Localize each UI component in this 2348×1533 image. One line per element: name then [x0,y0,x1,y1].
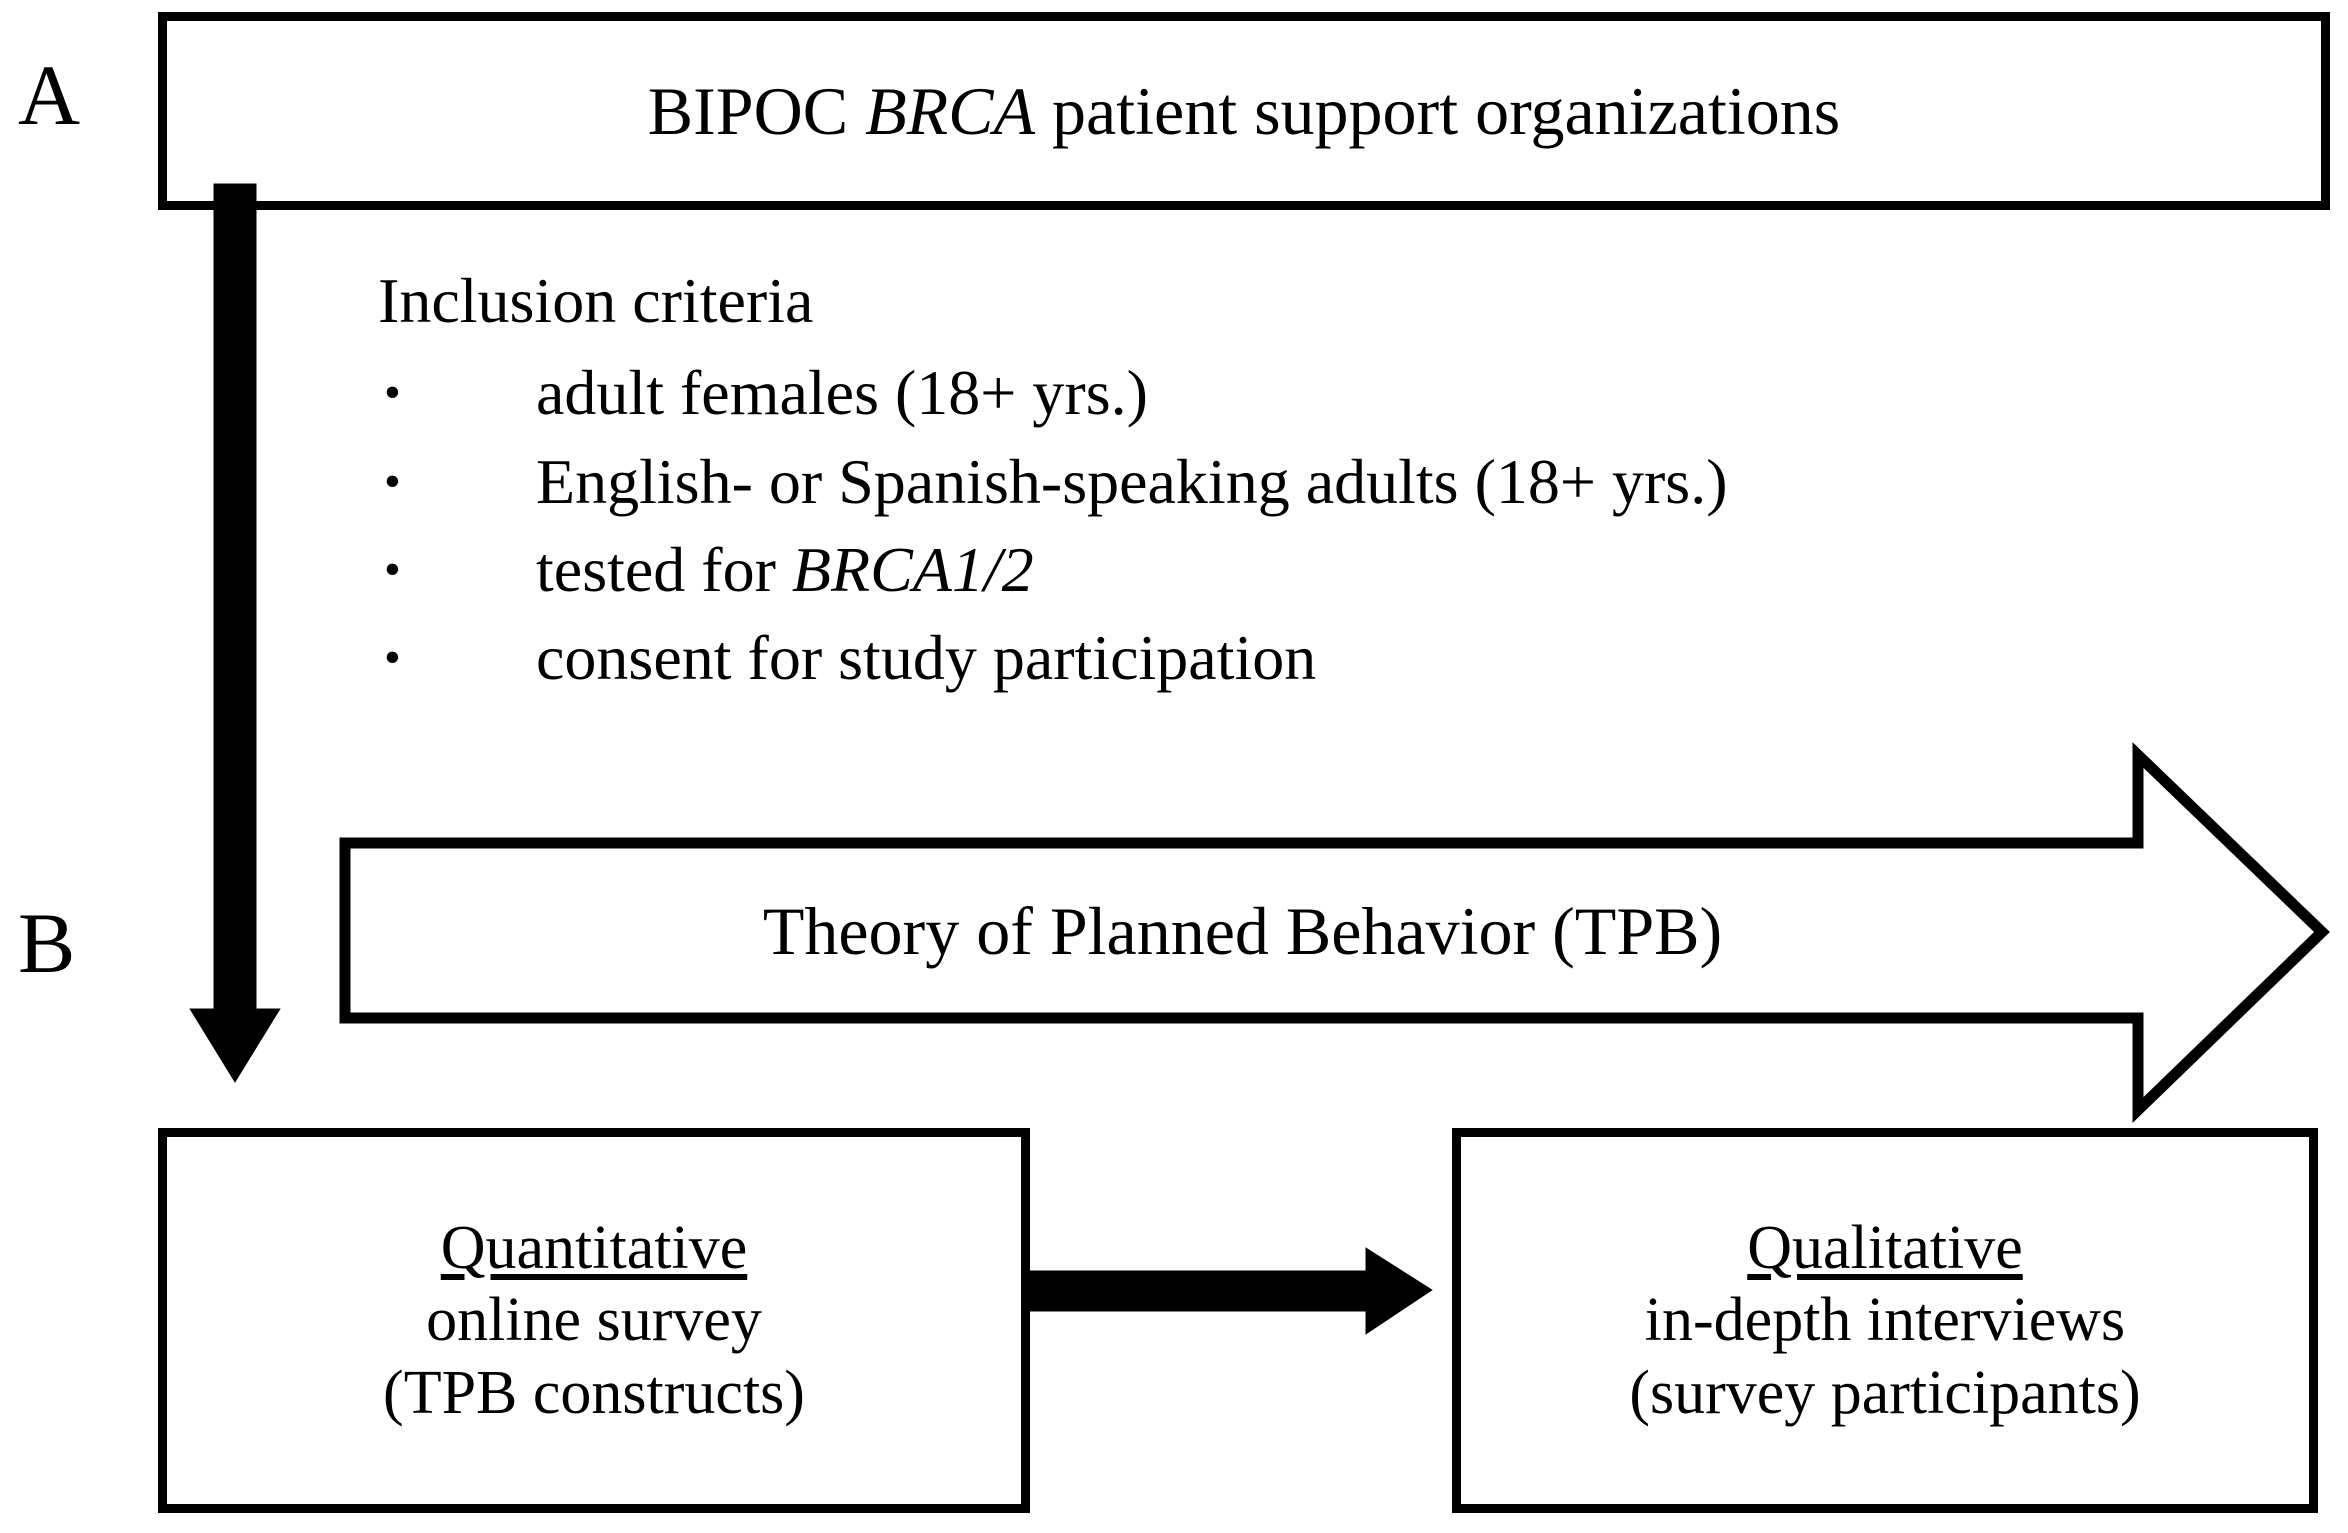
inclusion-criteria-list: • adult females (18+ yrs.) • English- or… [378,349,2198,702]
right-arrow-icon [1028,1247,1433,1335]
bullet-icon: • [384,366,401,420]
criteria-item-text: English- or Spanish-speaking adults (18+… [536,445,1728,517]
panel-label-b: B [18,895,76,991]
box-quantitative-line3: (TPB constructs) [383,1358,805,1427]
box-qualitative-line3: (survey participants) [1629,1358,2141,1427]
box-qualitative-text: Qualitative in-depth interviews (survey … [1629,1212,2140,1430]
inclusion-criteria-block: Inclusion criteria • adult females (18+ … [378,268,2198,703]
top-text-before: BIPOC [647,72,866,149]
list-item: • consent for study participation [378,614,2198,702]
box-quantitative-heading: Quantitative [440,1213,748,1282]
list-item: • tested for BRCA1/2 [378,526,2198,614]
bullet-icon: • [384,454,401,508]
box-support-organizations-text: BIPOC BRCA patient support organizations [647,72,1841,149]
box-qualitative-heading: Qualitative [1747,1213,2023,1282]
box-quantitative-line2: online survey [426,1286,762,1355]
box-quantitative-text: Quantitative online survey (TPB construc… [383,1212,805,1430]
panel-label-a: A [18,47,81,143]
box-qualitative: Qualitative in-depth interviews (survey … [1452,1128,2318,1513]
criteria-item-text-italic-brca12: BRCA1/2 [791,533,1034,605]
box-support-organizations: BIPOC BRCA patient support organizations [158,12,2330,210]
inclusion-criteria-title: Inclusion criteria [378,265,814,336]
criteria-item-text: consent for study participation [536,622,1317,694]
top-text-italic-brca: BRCA [865,72,1036,149]
list-item: • English- or Spanish-speaking adults (1… [378,438,2198,526]
box-qualitative-line2: in-depth interviews [1644,1286,2126,1355]
down-arrow-icon [189,183,281,1083]
criteria-item-text-before: tested for [536,533,792,605]
tpb-arrow-label: Theory of Planned Behavior (TPB) [762,892,1723,969]
bullet-icon: • [384,631,401,685]
top-text-after: patient support organizations [1035,72,1841,149]
box-quantitative: Quantitative online survey (TPB construc… [158,1128,1030,1513]
bullet-icon: • [384,542,401,596]
criteria-item-text: adult females (18+ yrs.) [536,357,1148,429]
list-item: • adult females (18+ yrs.) [378,349,2198,437]
